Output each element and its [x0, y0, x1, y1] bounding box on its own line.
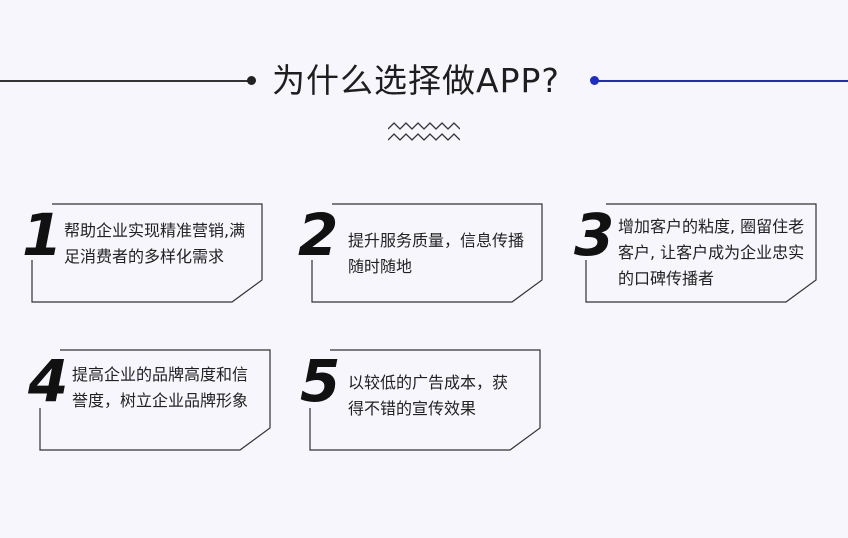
- card-text: 以较低的广告成本，获得不错的宣传效果: [348, 373, 509, 418]
- card-number: 3: [574, 201, 615, 269]
- header-dot-left: [247, 76, 256, 85]
- card-number: 1: [22, 201, 63, 269]
- card-number: 5: [300, 347, 341, 415]
- header-line-right: [596, 80, 848, 82]
- card-text: 增加客户的粘度, 圈留住老客户, 让客户成为企业忠实的口碑传播者: [618, 217, 805, 288]
- page-title: 为什么选择做APP?: [272, 61, 560, 100]
- card-number: 2: [298, 201, 339, 269]
- card-text: 帮助企业实现精准营销,满足消费者的多样化需求: [64, 221, 246, 266]
- header-dot-right: [590, 76, 599, 85]
- card-number: 4: [28, 347, 69, 415]
- card-text: 提升服务质量，信息传播随时随地: [348, 231, 525, 276]
- wave-decoration-icon: [388, 122, 460, 141]
- card-text: 提高企业的品牌高度和信誉度，树立企业品牌形象: [72, 365, 249, 410]
- header-line-left: [0, 80, 248, 82]
